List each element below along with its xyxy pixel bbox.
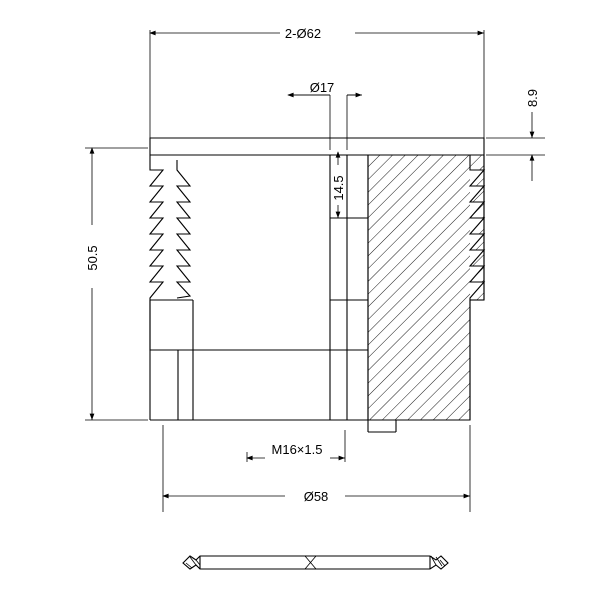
dimension-lines [85,30,545,512]
bottom-view [182,555,449,570]
dim-top-overall-diameter [149,30,485,140]
section-hatched-region [367,154,485,421]
bellows-left-profile [148,155,330,421]
dim-bore-diameter [287,92,362,150]
bellows-right-profile [468,155,486,301]
label-bore-diameter: Ø17 [310,80,335,95]
label-counterbore-depth: 14.5 [331,175,346,200]
top-flange [149,137,485,156]
dim-outer-diameter [162,425,471,512]
bottom-view-hatching [185,555,446,570]
label-thread-spec: M16×1.5 [272,442,323,457]
label-flange-thickness: 8.9 [525,89,540,107]
label-outer-diameter: Ø58 [304,489,329,504]
dimension-labels: 2-Ø62 Ø17 8.9 14.5 50.5 M16×1.5 Ø58 [85,26,540,504]
dim-overall-height [85,147,148,421]
dim-flange-thickness [486,112,545,181]
main-section-view [148,137,486,433]
label-top-overall-diameter: 2-Ø62 [285,26,321,41]
dim-thread-spec [246,430,346,462]
label-overall-height: 50.5 [85,245,100,270]
